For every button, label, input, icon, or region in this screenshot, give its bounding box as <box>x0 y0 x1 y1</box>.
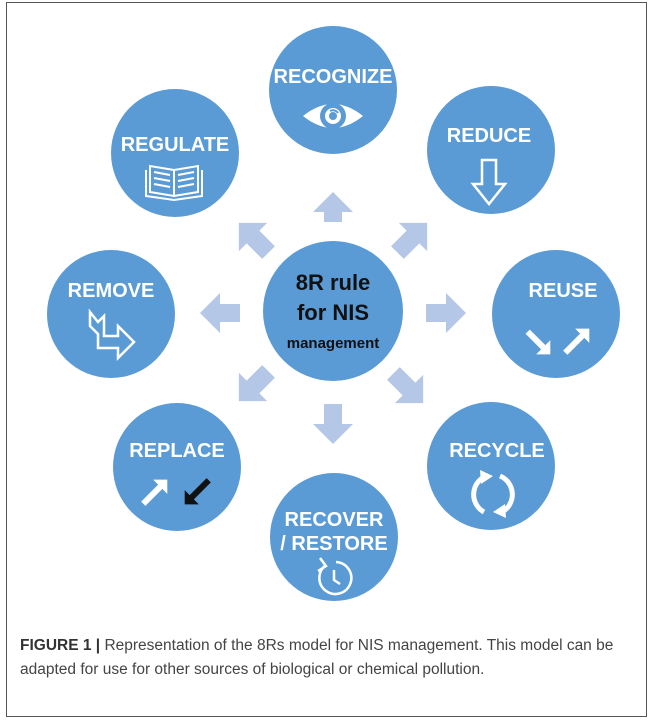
arrow-lower-right <box>387 367 424 404</box>
node-recover-circle <box>270 473 398 601</box>
arrow-down <box>313 404 353 444</box>
node-recycle-circle <box>427 402 555 530</box>
node-regulate-circle <box>111 89 239 217</box>
arrow-left <box>200 293 240 333</box>
node-remove-circle <box>47 250 175 378</box>
node-restore-label: / RESTORE <box>280 533 387 555</box>
node-recognize-circle <box>269 26 397 154</box>
eye-icon <box>303 103 363 129</box>
replace-arrows-icon <box>141 478 211 506</box>
restore-icon <box>317 557 353 596</box>
node-remove-label: REMOVE <box>68 280 155 302</box>
remove-arrow-icon <box>88 308 136 362</box>
node-recover-label: RECOVER <box>285 509 384 531</box>
node-recognize-label: RECOGNIZE <box>274 66 393 88</box>
center-line3: management <box>287 335 380 352</box>
arrow-right <box>426 293 466 333</box>
book-icon <box>145 164 203 202</box>
caption-text: Representation of the 8Rs model for NIS … <box>20 637 614 678</box>
node-replace-label: REPLACE <box>129 440 225 462</box>
center-circle <box>263 241 403 381</box>
node-reuse-label: REUSE <box>529 280 598 302</box>
reuse-arrows-icon <box>525 328 590 355</box>
node-replace-circle <box>113 403 241 531</box>
arrow-upper-right <box>391 222 428 259</box>
recycle-icon <box>471 470 515 518</box>
center-line2: for NIS <box>297 300 369 325</box>
figure-caption: FIGURE 1 | Representation of the 8Rs mod… <box>20 634 620 682</box>
arrow-upper-left <box>238 222 275 259</box>
node-recycle-label: RECYCLE <box>449 440 545 462</box>
arrow-lower-left <box>238 365 275 402</box>
node-regulate-label: REGULATE <box>121 134 230 156</box>
node-reduce-label: REDUCE <box>447 125 531 147</box>
connector-arrows <box>200 192 466 444</box>
arrow-down-icon <box>470 158 508 207</box>
node-reduce-circle <box>427 86 555 214</box>
figure-label: FIGURE 1 | <box>20 637 101 654</box>
center-line1: 8R rule <box>296 270 371 295</box>
arrow-up <box>313 192 353 222</box>
node-reuse-circle <box>492 250 620 378</box>
